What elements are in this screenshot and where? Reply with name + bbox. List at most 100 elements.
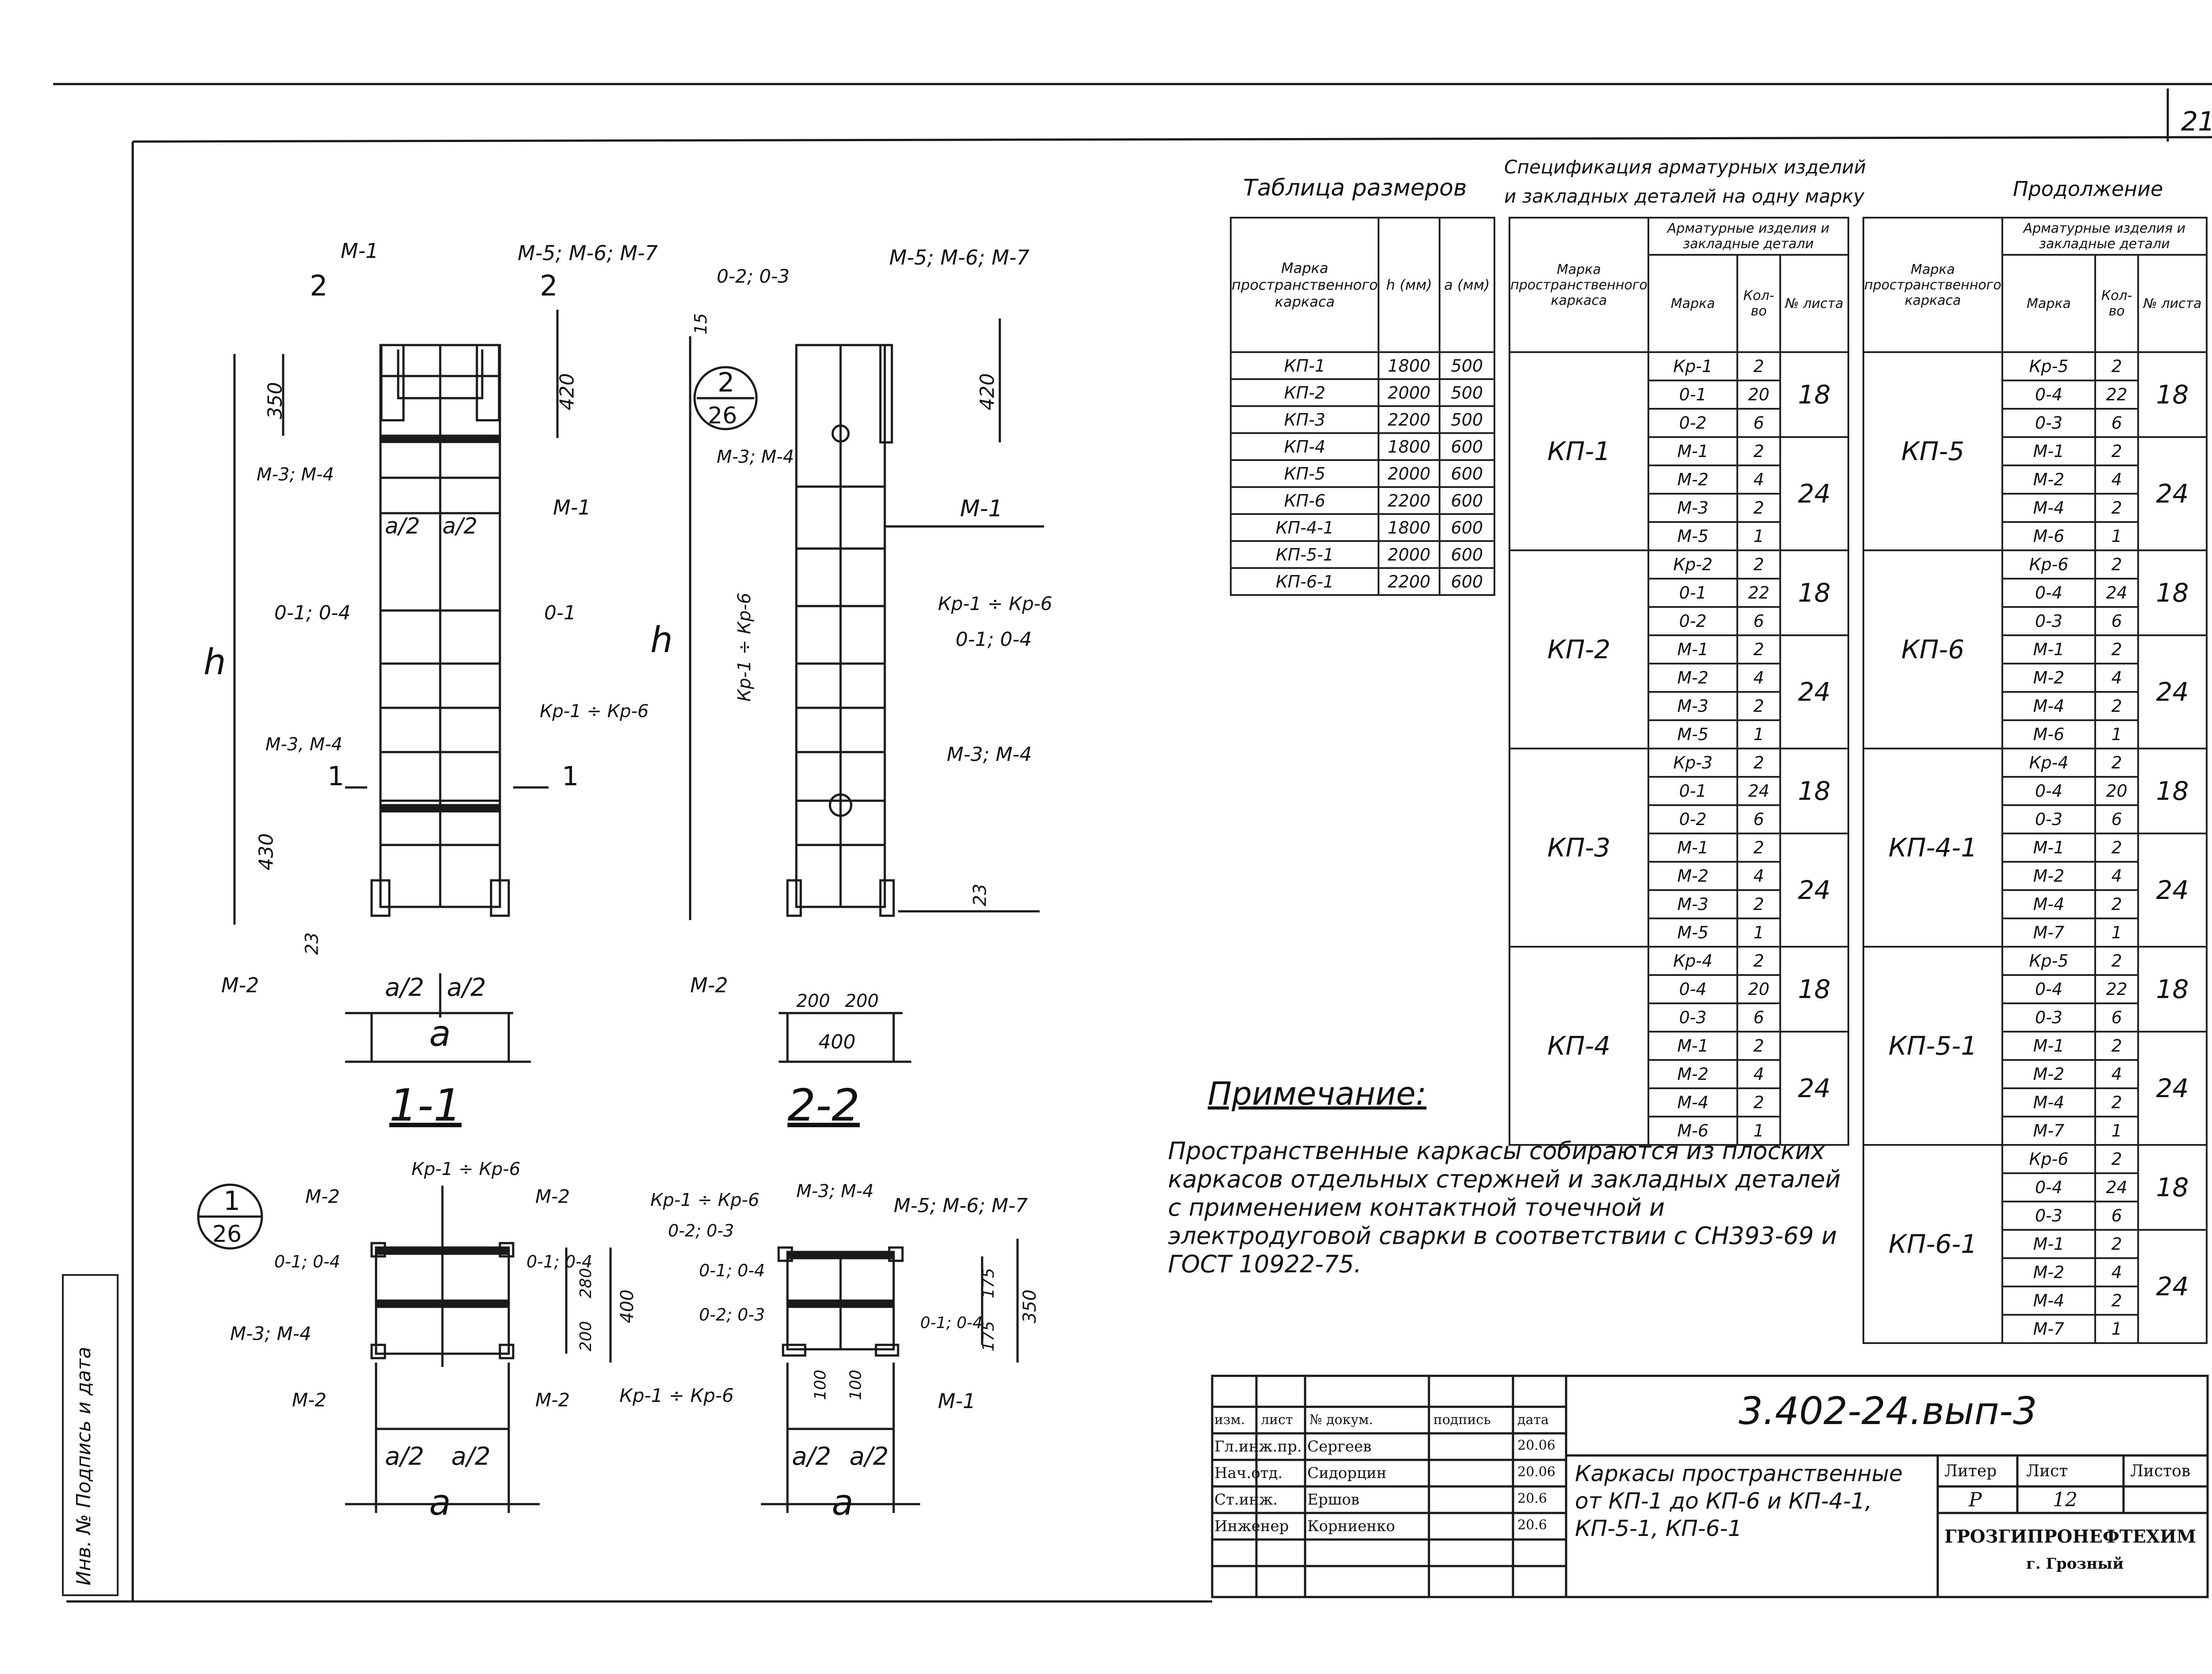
spec-cell-item: 0-3: [2001, 1201, 2097, 1231]
spec-cell-mark: КП-6: [1863, 549, 2003, 749]
spec-cell-item: М-5: [1647, 719, 1739, 749]
label-a2-p1b: a/2: [451, 1442, 491, 1471]
spec-cell-item: М-2: [2001, 465, 2097, 495]
spec-cell-item: М-4: [2001, 1087, 2097, 1117]
spec-cell-item: 0-1: [1647, 578, 1739, 608]
dim-cell-mark: КП-6: [1229, 486, 1380, 515]
section-title-1-1: 1-1: [389, 1079, 462, 1131]
spec-table-right: Марка пространственного каркаса Арматурн…: [1863, 217, 2208, 1344]
section-title-2-2: 2-2: [787, 1079, 860, 1131]
spec-cell-mark: КП-4: [1509, 946, 1649, 1146]
spec-cell-qty: 2: [2094, 1144, 2139, 1174]
spec-cell-qty: 2: [2094, 946, 2139, 976]
spec-cell-qty: 2: [1736, 889, 1781, 919]
label-a-p1: a: [429, 1482, 451, 1523]
spec-cell-item: 0-2: [1647, 408, 1739, 438]
spec-cell-mark: КП-5: [1863, 351, 2003, 551]
spec-cell-item: М-1: [2001, 436, 2097, 466]
dim-cell-mark: КП-5-1: [1229, 540, 1380, 569]
spec-cell-item: М-4: [2001, 889, 2097, 919]
spec-r-col-group: Арматурные изделия и закладные детали: [2001, 217, 2208, 256]
label-o1o4-p1a: 0-1; 0-4: [274, 1252, 341, 1271]
spec-cell-item: 0-4: [2001, 1172, 2097, 1202]
spec-cell-item: М-7: [2001, 1314, 2097, 1344]
spec-cell-qty: 2: [1736, 634, 1781, 664]
spec-cell-sheet: 18: [1779, 946, 1850, 1033]
label-m3m4b-2: М-3; М-4: [947, 743, 1032, 766]
spec-cell-item: Кр-3: [1647, 748, 1739, 778]
spec-cell-qty: 1: [1736, 719, 1781, 749]
section-2-2-drawing: [689, 319, 1044, 1063]
spec-continuation-title: Продолжение: [2013, 177, 2163, 201]
spec-cell-qty: 1: [2094, 521, 2139, 551]
spec-cell-qty: 2: [1736, 691, 1781, 721]
tb-person: Ершов: [1307, 1491, 1359, 1509]
spec-cell-qty: 6: [2094, 1201, 2139, 1231]
dim-cell-a: 600: [1438, 513, 1496, 542]
spec-r-col-mark: Марка пространственного каркаса: [1863, 217, 2003, 353]
spec-cell-sheet: 24: [1779, 1031, 1850, 1146]
tb-date: 20.06: [1517, 1464, 1555, 1480]
spec-cell-item: М-2: [2001, 1257, 2097, 1287]
spec-cell-qty: 2: [2094, 889, 2139, 919]
spec-cell-item: М-1: [2001, 634, 2097, 664]
tb-role: Нач.отд.: [1214, 1464, 1283, 1482]
spec-cell-item: М-3: [1647, 493, 1739, 523]
spec-cell-qty: 24: [1736, 776, 1781, 806]
label-m3m4-p1: М-3; М-4: [230, 1323, 311, 1344]
label-m2-2: М-2: [690, 973, 728, 997]
tb-role: Ст.инж.: [1214, 1491, 1278, 1509]
spec-cell-item: 0-4: [2001, 578, 2097, 608]
spec-cell-qty: 2: [1736, 351, 1781, 381]
spec-cell-sheet: 18: [2137, 946, 2208, 1033]
spec-cell-qty: 4: [1736, 465, 1781, 495]
spec-cell-qty: 2: [2094, 351, 2139, 381]
spec-cell-item: М-2: [2001, 1059, 2097, 1089]
spec-cell-item: М-6: [2001, 521, 2097, 551]
spec-cell-item: 0-4: [2001, 974, 2097, 1004]
spec-l-col-group: Арматурные изделия и закладные детали: [1647, 217, 1850, 256]
spec-cell-qty: 22: [2094, 974, 2139, 1004]
spec-cell-qty: 4: [1736, 1059, 1781, 1089]
spec-cell-qty: 2: [2094, 1229, 2139, 1259]
label-o1-1: 0-1: [544, 602, 576, 624]
spec-cell-qty: 4: [1736, 861, 1781, 891]
dim-cell-a: 600: [1438, 432, 1496, 461]
spec-cell-item: М-2: [1647, 465, 1739, 495]
tb-person: Корниенко: [1307, 1517, 1395, 1535]
label-m1-2: М-1: [960, 495, 1003, 522]
dim-cell-h: 1800: [1378, 351, 1440, 380]
spec-cell-qty: 4: [2094, 465, 2139, 495]
dim-430-1: 430: [255, 833, 278, 871]
label-m5m6m7-2: М-5; М-6; М-7: [889, 246, 1029, 269]
spec-cell-qty: 4: [2094, 1059, 2139, 1089]
dim-col-a: a (мм): [1438, 217, 1496, 353]
spec-cell-item: 0-4: [2001, 776, 2097, 806]
spec-cell-qty: 6: [1736, 804, 1781, 834]
tb-head-sign: подпись: [1433, 1412, 1491, 1428]
spec-table-left: Марка пространственного каркаса Арматурн…: [1509, 217, 1850, 1146]
ref-circle-bottom-sheet: 26: [212, 1221, 242, 1248]
dim-cell-mark: КП-6-1: [1229, 567, 1380, 596]
section-mark-1a: 1: [327, 761, 345, 792]
label-o1o4-p2: 0-1; 0-4: [699, 1261, 765, 1280]
dim-cell-a: 500: [1438, 378, 1496, 407]
